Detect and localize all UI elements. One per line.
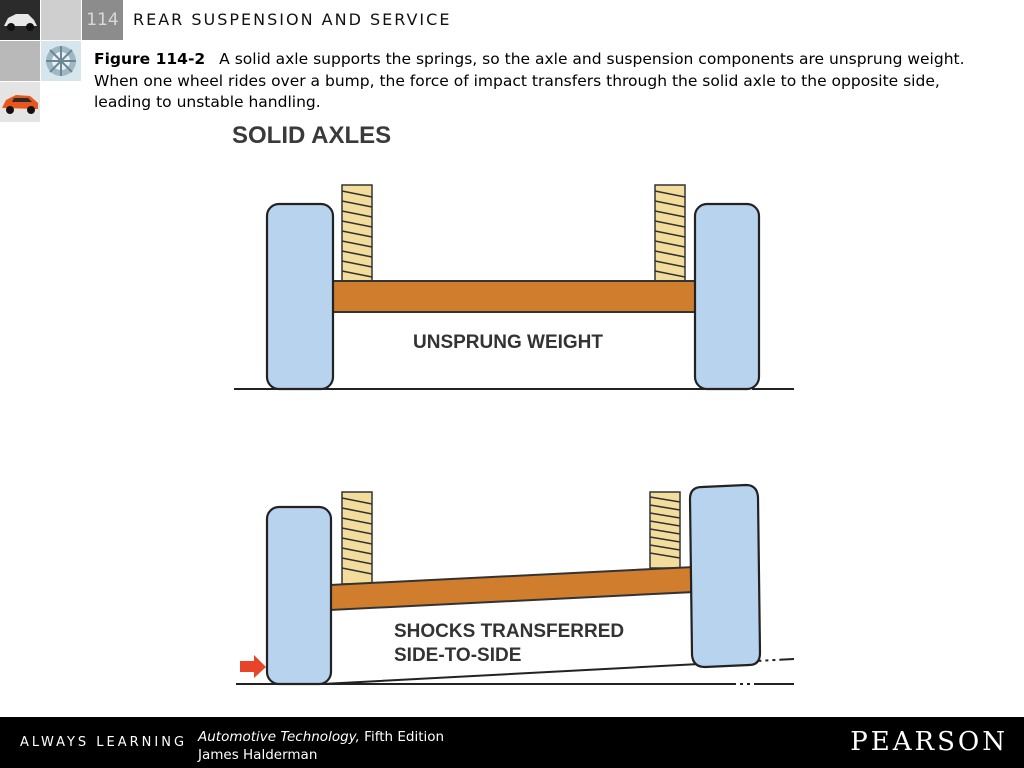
wheel-thumbnail (41, 41, 81, 81)
right-wheel-bottom (688, 483, 762, 669)
left-spring-bottom (341, 491, 373, 585)
right-spring-bottom (649, 491, 681, 569)
book-info: Automotive Technology, Fifth Edition Jam… (198, 728, 444, 764)
left-spring (341, 184, 373, 284)
left-wheel-bottom (265, 505, 333, 686)
chapter-title: REAR SUSPENSION AND SERVICE (133, 10, 452, 29)
right-wheel (693, 202, 761, 391)
blank-thumbnail (41, 0, 81, 40)
tilted-axle (329, 565, 695, 612)
car-thumbnail-2 (0, 82, 40, 122)
chapter-number: 114 (82, 0, 123, 40)
level-axle-diagram: UNSPRUNG WEIGHT (234, 184, 794, 391)
left-wheel (265, 202, 335, 391)
caption-text: A solid axle supports the springs, so th… (94, 50, 965, 111)
header-thumbnails (0, 0, 82, 122)
unsprung-weight-label: UNSPRUNG WEIGHT (413, 332, 603, 353)
solid-axle (329, 280, 699, 313)
blank-thumbnail-2 (0, 41, 40, 81)
footer-tagline: ALWAYS LEARNING (20, 735, 188, 750)
footer-bar: ALWAYS LEARNING Automotive Technology, F… (0, 717, 1024, 768)
solid-axle-illustration: SOLID AXLES UNSPRUNG WEIGHT (232, 122, 795, 686)
book-edition: Fifth Edition (364, 729, 445, 745)
tilted-axle-diagram: SHOCKS TRANSFERRED SIDE-TO-SIDE (236, 483, 795, 686)
publisher-logo: PEARSON (850, 727, 1008, 757)
wheel-icon (41, 41, 81, 81)
figure-title: SOLID AXLES (232, 122, 391, 149)
right-spring (654, 184, 686, 284)
shocks-label-line2: SIDE-TO-SIDE (394, 645, 521, 666)
car-thumbnail-1 (0, 0, 40, 40)
book-title: Automotive Technology, (198, 729, 360, 745)
car-icon (0, 0, 40, 40)
figure-label: Figure 114-2 (94, 50, 206, 68)
shocks-label-line1: SHOCKS TRANSFERRED (394, 621, 624, 642)
book-author: James Halderman (198, 747, 318, 763)
sports-car-icon (0, 82, 40, 122)
impact-arrow-icon (240, 655, 266, 678)
